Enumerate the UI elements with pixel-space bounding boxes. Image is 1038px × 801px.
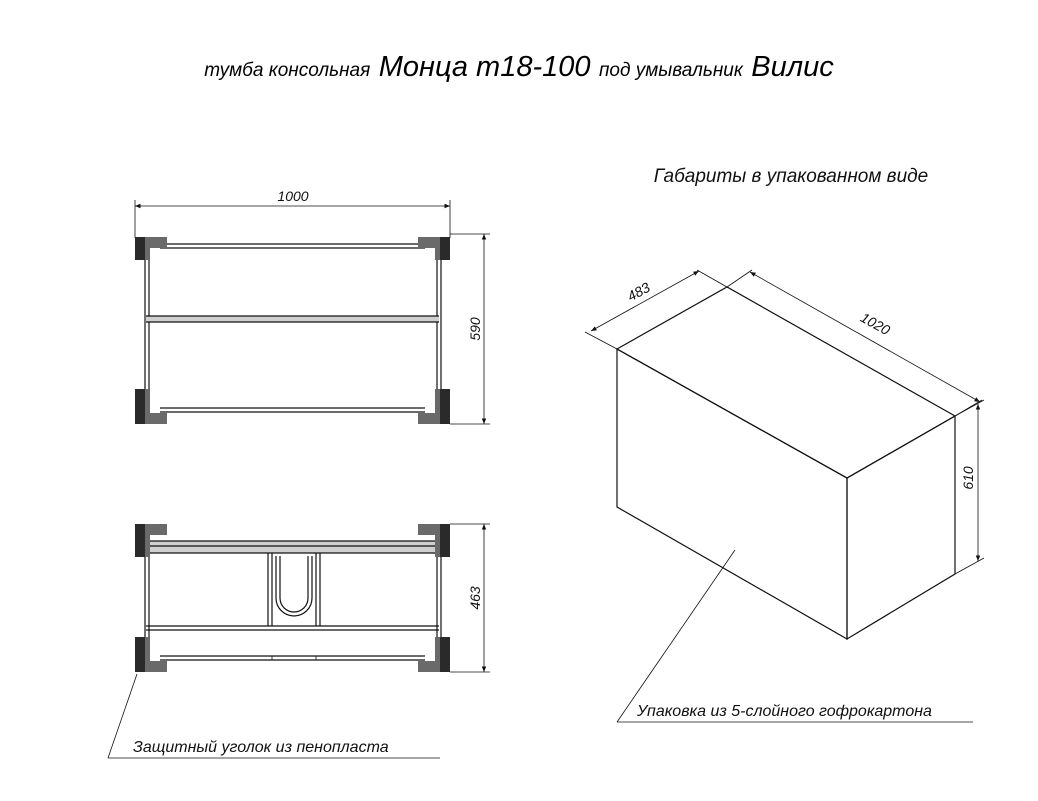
corner-protector-front-top-left [135, 524, 167, 557]
dim-box-depth: 483 [624, 279, 652, 304]
corner-protector-top-right [418, 237, 450, 260]
front-view: 463 [107, 523, 490, 759]
dim-line-box-depth [590, 270, 700, 332]
box-front-face [616, 347, 848, 641]
dim-box-height: 610 [960, 466, 976, 490]
label-packaging: Упаковка из 5-слойного гофрокартона [636, 703, 932, 720]
dim-top-width: 1000 [277, 188, 308, 204]
corner-protector-front-bottom-left [135, 637, 167, 672]
dim-front-height: 463 [467, 586, 483, 610]
dim-top-depth: 590 [467, 317, 483, 341]
title-part3: под умывальник [599, 60, 744, 81]
box-top-face [615, 286, 957, 479]
title-part1: тумба консольная [204, 60, 370, 81]
title-part2: Монца т18-100 [379, 51, 591, 83]
dim-box-length: 1020 [858, 309, 893, 338]
packaged-box: 483 1020 610 Упаковка из 5-слойного гофр… [584, 269, 985, 723]
corner-protector-front-top-right [418, 524, 450, 557]
label-corner-protector: Защитный уголок из пенопласта [133, 739, 389, 756]
box-right-face [846, 414, 956, 641]
corner-protector-bottom-left [135, 389, 167, 424]
title-part4: Вилис [751, 51, 834, 83]
corner-protector-top-left [135, 237, 167, 260]
corner-protector-front-bottom-right [418, 637, 450, 672]
corner-protector-bottom-right [418, 389, 450, 424]
leader-corner-protector [107, 673, 138, 759]
dim-line-box-length [749, 271, 981, 403]
leader-packaging [616, 549, 736, 723]
top-view: 1000 590 [134, 188, 490, 425]
packed-heading: Габариты в упакованном виде [654, 166, 928, 187]
drawing-title: тумба консольная Монца т18-100 под умыва… [204, 51, 834, 83]
